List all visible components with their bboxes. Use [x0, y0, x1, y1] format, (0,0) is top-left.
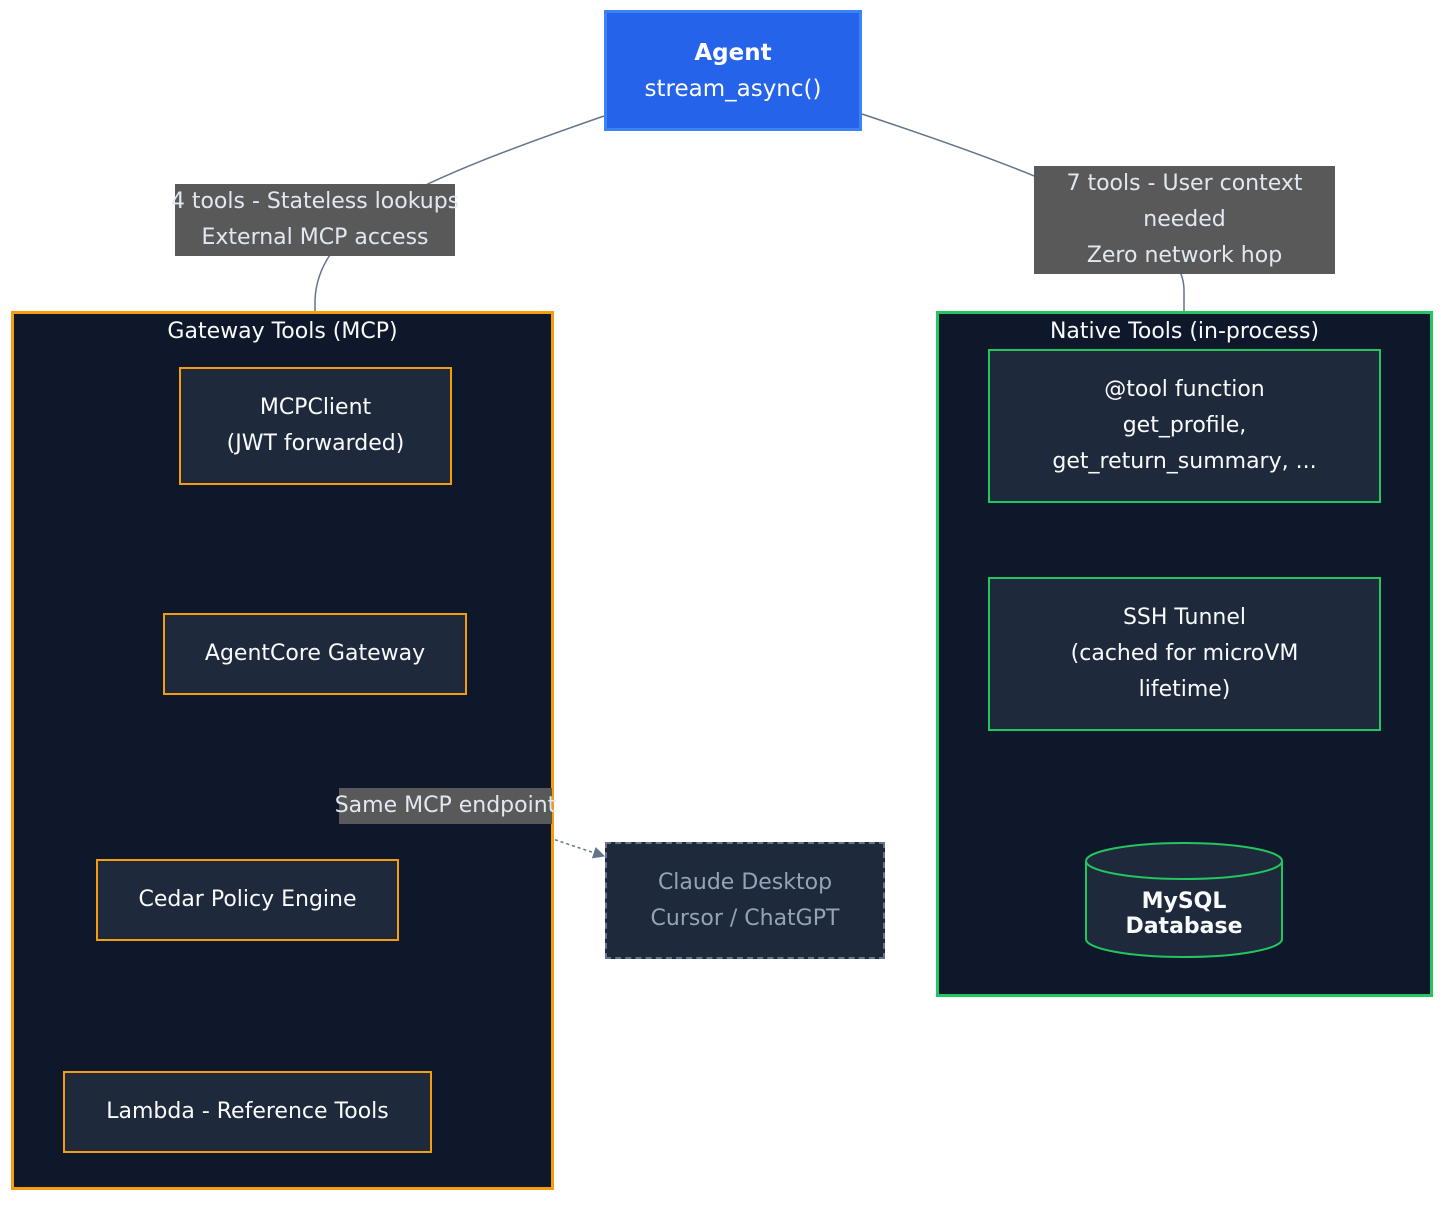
- tool-function-line-1: @tool function: [1104, 377, 1265, 402]
- native-edge-label-line-1: 7 tools - User context: [1066, 171, 1303, 196]
- external-clients-node[interactable]: Claude Desktop Cursor / ChatGPT: [605, 842, 885, 959]
- mcp-client-line-2: (JWT forwarded): [226, 431, 405, 456]
- external-edge-label-text: Same MCP endpoint: [334, 793, 557, 818]
- lambda-reference-tools-node[interactable]: Lambda - Reference Tools: [63, 1071, 432, 1153]
- agentcore-gateway-label: AgentCore Gateway: [204, 641, 426, 666]
- mcp-client-node[interactable]: MCPClient (JWT forwarded): [179, 367, 452, 485]
- native-cluster-title: Native Tools (in-process): [1049, 319, 1320, 344]
- external-edge-label: Same MCP endpoint: [335, 788, 556, 824]
- cedar-policy-engine-node[interactable]: Cedar Policy Engine: [96, 859, 399, 941]
- native-edge-label-line-3: Zero network hop: [1086, 243, 1283, 268]
- agent-subtitle: stream_async(): [644, 75, 822, 102]
- mysql-database-label: MySQL Database: [1125, 889, 1243, 939]
- database-cylinder-icon: [1085, 842, 1283, 958]
- native-edge-label: 7 tools - User context needed Zero netwo…: [1034, 166, 1335, 274]
- agent-node[interactable]: Agent stream_async(): [604, 10, 862, 131]
- tool-function-line-2: get_profile,: [1122, 413, 1247, 438]
- ssh-tunnel-line-1: SSH Tunnel: [1122, 605, 1247, 630]
- agent-title: Agent: [694, 39, 772, 66]
- lambda-tools-label: Lambda - Reference Tools: [106, 1099, 389, 1124]
- native-edge-label-line-2: needed: [1143, 207, 1226, 232]
- tool-function-node[interactable]: @tool function get_profile, get_return_s…: [988, 349, 1381, 503]
- gateway-cluster-title: Gateway Tools (MCP): [167, 319, 398, 344]
- cedar-policy-label: Cedar Policy Engine: [138, 887, 357, 912]
- mysql-database-node[interactable]: MySQL Database: [1084, 841, 1284, 959]
- ssh-tunnel-line-3: lifetime): [1138, 677, 1231, 702]
- gateway-edge-label-line-2: External MCP access: [201, 225, 429, 250]
- gateway-edge-label-line-1: 4 tools - Stateless lookups: [170, 189, 460, 214]
- ssh-tunnel-node[interactable]: SSH Tunnel (cached for microVM lifetime): [988, 577, 1381, 731]
- external-clients-line-1: Claude Desktop: [657, 869, 833, 895]
- ssh-tunnel-line-2: (cached for microVM: [1070, 641, 1299, 666]
- external-clients-line-2: Cursor / ChatGPT: [650, 905, 840, 931]
- mcp-client-line-1: MCPClient: [259, 395, 372, 420]
- tool-function-line-3: get_return_summary, ...: [1052, 449, 1317, 474]
- agentcore-gateway-node[interactable]: AgentCore Gateway: [163, 613, 467, 695]
- gateway-edge-label: 4 tools - Stateless lookups External MCP…: [171, 184, 459, 256]
